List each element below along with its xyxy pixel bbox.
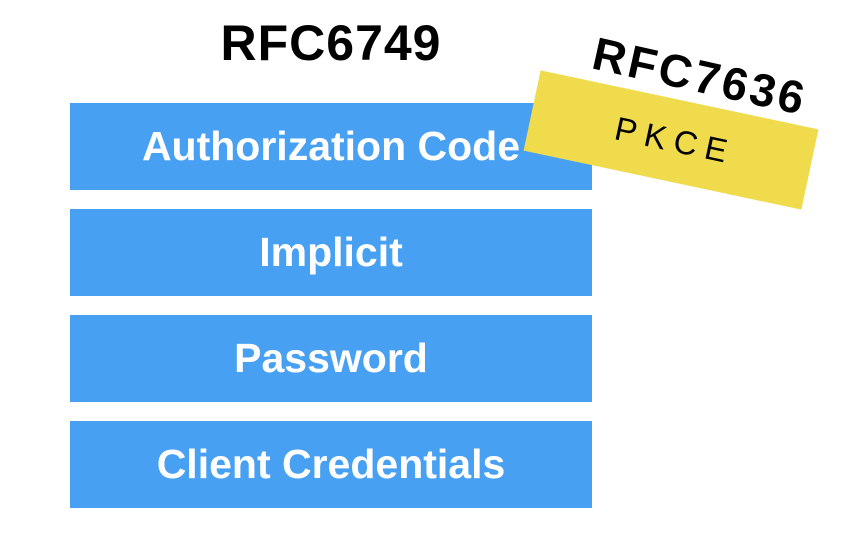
- grant-bar-label: Client Credentials: [156, 441, 506, 487]
- grant-bar-authorization-code: Authorization Code: [70, 103, 592, 190]
- grant-bar-label: Authorization Code: [141, 123, 521, 169]
- grant-bar-client-credentials: Client Credentials: [70, 421, 592, 508]
- grant-bar-label: Password: [234, 335, 428, 381]
- rfc6749-title: RFC6749: [220, 15, 442, 71]
- grant-bar-implicit: Implicit: [70, 209, 592, 296]
- pkce-sticker-label: PKCE: [611, 109, 739, 172]
- grant-bar-label: Implicit: [259, 229, 403, 275]
- grant-bar-password: Password: [70, 315, 592, 402]
